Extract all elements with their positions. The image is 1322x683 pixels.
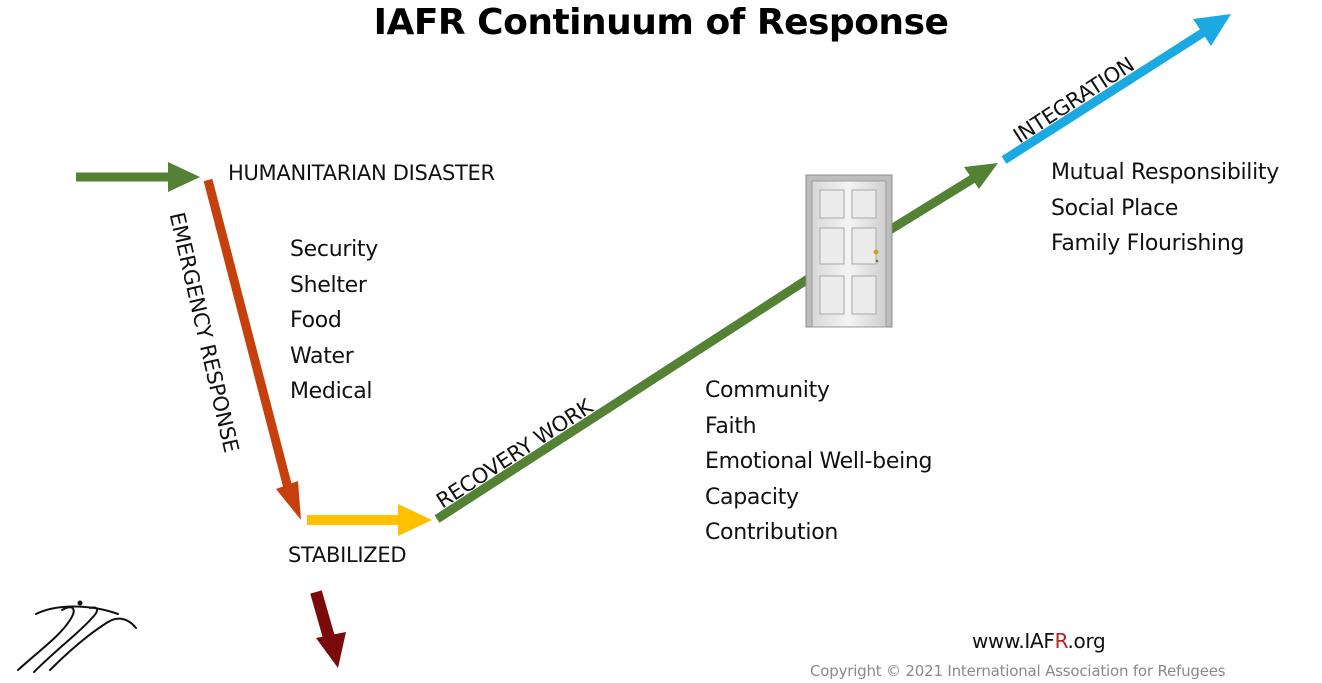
list-item: Community xyxy=(705,378,830,403)
downward-exit-arrow xyxy=(310,590,346,668)
list-item: Faith xyxy=(705,413,757,439)
recovery-work-arrow xyxy=(434,163,998,523)
list-item: Water xyxy=(290,343,354,369)
list-item: Social Place xyxy=(1051,195,1179,221)
emergency-response-arrow xyxy=(203,178,301,520)
entry-arrow xyxy=(76,162,200,192)
copyright-notice: Copyright © 2021 International Associati… xyxy=(810,662,1226,680)
stabilized-label: STABILIZED xyxy=(288,543,407,567)
diagram-title: IAFR Continuum of Response xyxy=(373,2,949,43)
emergency-needs-list: Security Shelter Food Water Medical xyxy=(290,232,378,410)
recovery-needs-list: Community Faith Emotional Well-being Cap… xyxy=(705,373,933,551)
list-item: Contribution xyxy=(705,520,838,545)
integration-arrow xyxy=(1001,14,1231,164)
url-accent: R xyxy=(1054,629,1068,653)
integration-outcomes-list: Mutual Responsibility Social Place Famil… xyxy=(1051,155,1279,262)
list-item: Emotional Well-being xyxy=(705,449,933,474)
website-url[interactable]: www.IAFR.org xyxy=(972,629,1106,653)
humanitarian-disaster-label: HUMANITARIAN DISASTER xyxy=(228,161,495,185)
list-item: Shelter xyxy=(290,272,367,298)
list-item: Food xyxy=(290,308,342,333)
list-item: Mutual Responsibility xyxy=(1051,160,1279,185)
url-prefix: www.IAF xyxy=(972,629,1055,653)
door-icon xyxy=(805,174,893,328)
url-suffix: .org xyxy=(1067,629,1106,653)
list-item: Capacity xyxy=(705,484,799,510)
stabilized-arrow xyxy=(307,504,432,536)
list-item: Security xyxy=(290,237,378,262)
list-item: Family Flourishing xyxy=(1051,231,1245,256)
list-item: Medical xyxy=(290,379,373,404)
iafr-logo-icon xyxy=(17,600,137,673)
